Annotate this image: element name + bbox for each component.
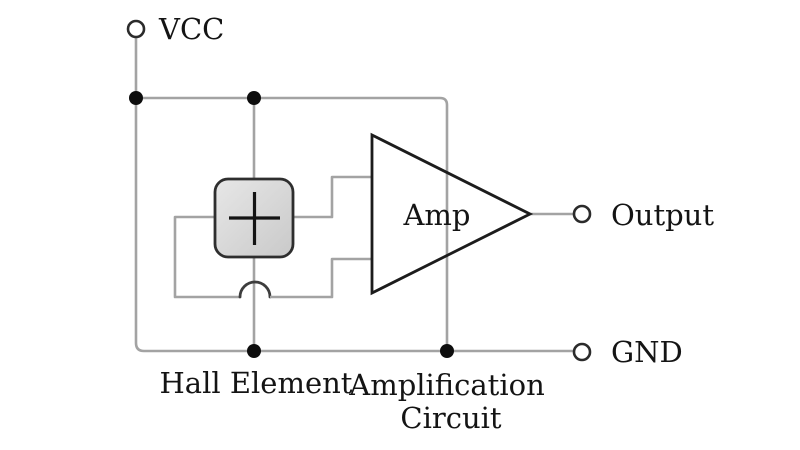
amplification-caption-line1: Amplification	[348, 368, 545, 402]
wire-top-rail-amp-power	[136, 96, 449, 351]
gnd-terminal-circle	[572, 342, 592, 362]
plus-icon	[229, 192, 280, 245]
amplification-caption-line2: Circuit	[400, 401, 502, 435]
junction-dot-hall-top	[247, 91, 261, 105]
output-label: Output	[611, 198, 714, 232]
wire-loop-to-amp-lower-input	[270, 257, 372, 299]
junction-dot-hall-bottom	[247, 344, 261, 358]
vcc-terminal-circle	[126, 19, 146, 39]
vcc-label: VCC	[158, 12, 224, 46]
amp-label: Amp	[402, 198, 470, 232]
junction-dot-amp-gnd	[440, 344, 454, 358]
wire-crossover-hop-icon	[238, 280, 272, 299]
wire-hall-right-to-amp-upper-input	[293, 175, 372, 219]
junction-dot-vcc-rail	[129, 91, 143, 105]
wire-hall-left-loop	[173, 215, 240, 299]
amplifier-triangle	[370, 132, 534, 296]
gnd-label: GND	[611, 335, 683, 369]
output-terminal-circle	[572, 204, 592, 224]
wire-vcc-left-rail-gnd	[134, 37, 574, 353]
hall-element-caption: Hall Element	[160, 366, 353, 400]
